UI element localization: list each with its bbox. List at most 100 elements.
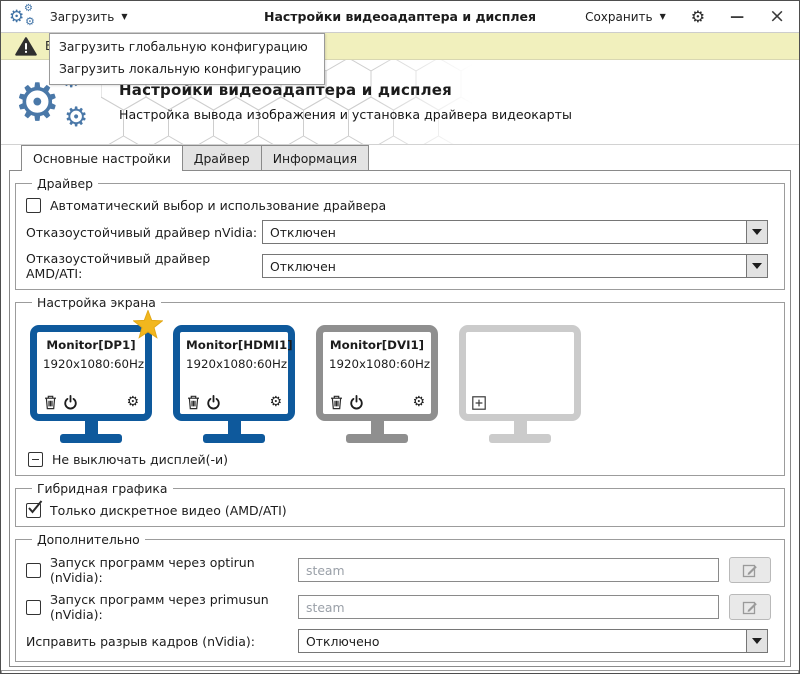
trash-icon[interactable] [186,394,201,410]
tearing-row: Исправить разрыв кадров (nVidia): Отключ… [26,629,774,653]
optirun-command-input[interactable] [298,558,719,582]
primusun-row: Запуск программ через primusun (nVidia): [26,592,774,622]
monitor-add-slot[interactable] [459,325,581,443]
primusun-checkbox-row[interactable]: Запуск программ через primusun (nVidia): [26,592,298,622]
tearing-select[interactable]: Отключено [298,629,768,653]
trash-icon[interactable] [329,394,344,410]
auto-driver-checkbox[interactable] [26,198,41,213]
save-menu-button[interactable]: Сохранить ▼ [585,10,666,24]
primusun-command-input[interactable] [298,595,719,619]
menu-item-load-local-config[interactable]: Загрузить локальную конфигурацию [59,62,302,76]
edit-pencil-icon [742,564,757,578]
monitor-name: Monitor[DVI1] [329,338,425,352]
monitor-stand-base [346,434,408,443]
close-button[interactable]: × [769,5,785,27]
save-menu-label: Сохранить [585,9,653,24]
trash-icon[interactable] [43,394,58,410]
monitor-hdmi1[interactable]: Monitor[HDMI1] 1920x1080:60Hz ⚙ [173,325,295,443]
chevron-down-icon: ▼ [659,11,666,21]
optirun-checkbox[interactable] [26,562,41,578]
tab-driver[interactable]: Драйвер [181,145,262,170]
monitor-settings-icon[interactable]: ⚙ [126,394,139,410]
nvidia-failsafe-value: Отключен [270,224,336,240]
tab-label: Драйвер [193,150,250,166]
discrete-only-label: Только дискретное видео (AMD/ATI) [50,503,287,518]
screen-group: Настройка экрана Monitor[DP1] 1920x1080:… [15,295,785,476]
checkmark-icon [28,500,43,514]
power-icon[interactable] [206,394,221,410]
gear-icon: ⚙ [9,7,25,27]
auto-driver-label: Автоматический выбор и использование дра… [50,198,387,213]
chevron-down-icon: ▼ [121,11,128,21]
screen-group-legend: Настройка экрана [37,295,156,310]
monitor-resolution: 1920x1080:60Hz [43,357,145,371]
settings-gear-button[interactable]: ⚙ [690,6,706,26]
load-dropdown-menu: Загрузить глобальную конфигурацию Загруз… [49,33,325,85]
monitor-settings-icon[interactable]: ⚙ [412,394,425,410]
keep-displays-on-row[interactable]: Не выключать дисплей(-и) [28,452,774,467]
header-text: Настройки видеоадаптера и дисплея Настро… [119,81,572,122]
tab-bar: Основные настройки Драйвер Информация [1,145,799,171]
monitor-dp1[interactable]: Monitor[DP1] 1920x1080:60Hz ⚙ [30,310,163,443]
tab-information[interactable]: Информация [260,145,370,170]
monitor-stand [227,421,241,434]
monitor-dvi1[interactable]: Monitor[DVI1] 1920x1080:60Hz ⚙ [316,325,438,443]
monitor-stand-base [489,434,551,443]
discrete-only-checkbox[interactable] [26,500,43,518]
add-plus-icon[interactable] [472,396,486,410]
tab-main-settings[interactable]: Основные настройки [21,145,183,171]
dropdown-arrow-icon[interactable] [746,255,767,277]
driver-group: Драйвер Автоматический выбор и использов… [15,176,785,290]
minimize-button[interactable]: — [730,8,745,25]
additional-group-legend: Дополнительно [37,532,140,547]
primusun-label: Запуск программ через primusun (nVidia): [50,592,269,622]
load-menu-label: Загрузить [50,9,115,24]
primusun-checkbox[interactable] [26,599,41,615]
optirun-edit-button[interactable] [729,557,771,583]
nvidia-failsafe-row: Отказоустойчивый драйвер nVidia: Отключе… [26,220,774,244]
dropdown-arrow-icon[interactable] [746,630,767,652]
optirun-label: Запуск программ через optirun (nVidia): [50,555,255,585]
discrete-only-row[interactable]: Только дискретное видео (AMD/ATI) [26,500,774,518]
nvidia-failsafe-label: Отказоустойчивый драйвер nVidia: [26,224,258,240]
power-icon[interactable] [63,394,78,410]
status-bar [1,670,799,673]
menu-item-load-global-config[interactable]: Загрузить глобальную конфигурацию [59,40,308,54]
monitor-settings-icon[interactable]: ⚙ [269,394,282,410]
nvidia-failsafe-select[interactable]: Отключен [262,220,768,244]
monitor-name: Monitor[HDMI1] [186,338,293,352]
primusun-edit-button[interactable] [729,594,771,620]
gear-icon: ⚙ [14,73,61,133]
power-icon[interactable] [349,394,364,410]
monitor-stand [84,421,98,434]
hybrid-graphics-group: Гибридная графика Только дискретное виде… [15,481,785,527]
monitor-resolution: 1920x1080:60Hz [186,357,288,371]
monitor-stand [513,421,527,434]
dropdown-arrow-icon[interactable] [746,221,767,243]
tab-content-panel: Драйвер Автоматический выбор и использов… [9,170,791,667]
app-gears-icon: ⚙ ⚙ ⚙ [9,3,39,30]
gear-icon: ⚙ [25,15,35,28]
page-subtitle: Настройка вывода изображения и установка… [119,107,572,122]
page-title: Настройки видеоадаптера и дисплея [119,81,452,99]
keep-displays-on-checkbox[interactable] [28,452,43,467]
additional-group: Дополнительно Запуск программ через opti… [15,532,785,662]
warning-triangle-icon [15,36,37,56]
primary-star-icon [133,310,163,339]
monitor-stand [370,421,384,434]
amd-failsafe-row: Отказоустойчивый драйвер AMD/ATI: Отключ… [26,251,774,281]
auto-driver-checkbox-row[interactable]: Автоматический выбор и использование дра… [26,198,774,213]
titlebar-controls: Сохранить ▼ ⚙ — × [585,7,785,26]
mixed-state-dash-icon [31,458,39,461]
tab-label: Основные настройки [33,150,171,166]
monitor-stand-base [203,434,265,443]
keep-displays-on-label: Не выключать дисплей(-и) [52,452,229,467]
hybrid-group-legend: Гибридная графика [37,481,168,496]
tearing-label: Исправить разрыв кадров (nVidia): [26,633,255,649]
optirun-checkbox-row[interactable]: Запуск программ через optirun (nVidia): [26,555,298,585]
amd-failsafe-label: Отказоустойчивый драйвер AMD/ATI: [26,251,211,281]
load-menu-button[interactable]: Загрузить ▼ [50,10,127,24]
tearing-value: Отключено [306,633,380,649]
amd-failsafe-select[interactable]: Отключен [262,254,768,278]
